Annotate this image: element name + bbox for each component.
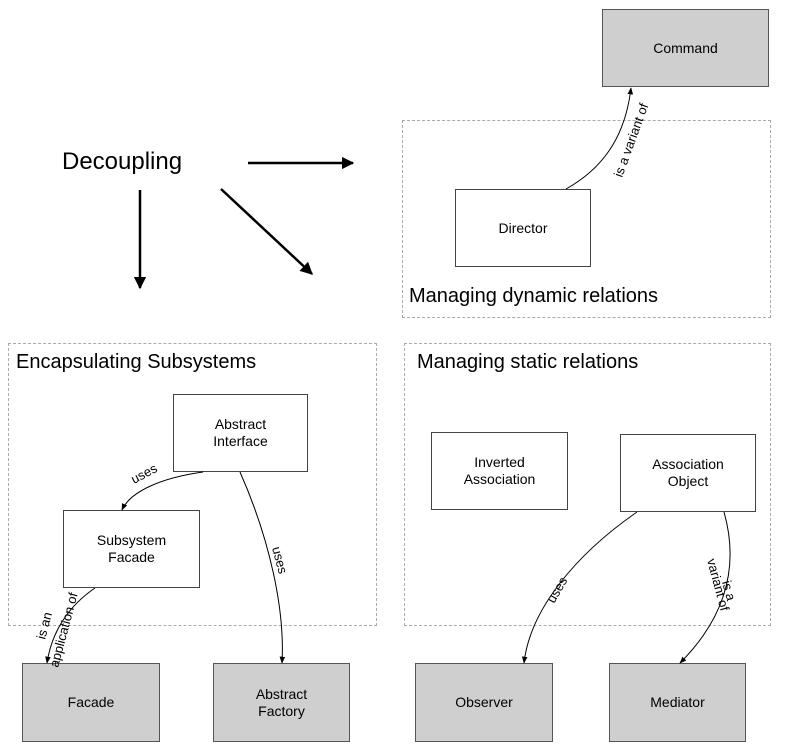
node-facade: Facade bbox=[22, 663, 160, 742]
diagram-title: Decoupling bbox=[62, 148, 183, 175]
group-label-static: Managing static relations bbox=[417, 351, 639, 373]
group-label-dynamic: Managing dynamic relations bbox=[409, 285, 659, 307]
group-label-encapsulating: Encapsulating Subsystems bbox=[16, 351, 257, 373]
node-subsystem-facade: Subsystem Facade bbox=[63, 510, 200, 588]
group-encapsulating-subsystems bbox=[8, 343, 377, 626]
node-inverted-association: Inverted Association bbox=[431, 432, 568, 510]
node-abstract-factory: Abstract Factory bbox=[213, 663, 350, 742]
node-association-object: Association Object bbox=[620, 434, 756, 512]
node-observer: Observer bbox=[415, 663, 553, 742]
node-abstract-interface: Abstract Interface bbox=[173, 394, 308, 472]
node-mediator: Mediator bbox=[609, 663, 746, 742]
arrow-decoupling-diagonal bbox=[220, 188, 313, 275]
node-director: Director bbox=[455, 189, 591, 267]
node-command: Command bbox=[602, 9, 769, 87]
